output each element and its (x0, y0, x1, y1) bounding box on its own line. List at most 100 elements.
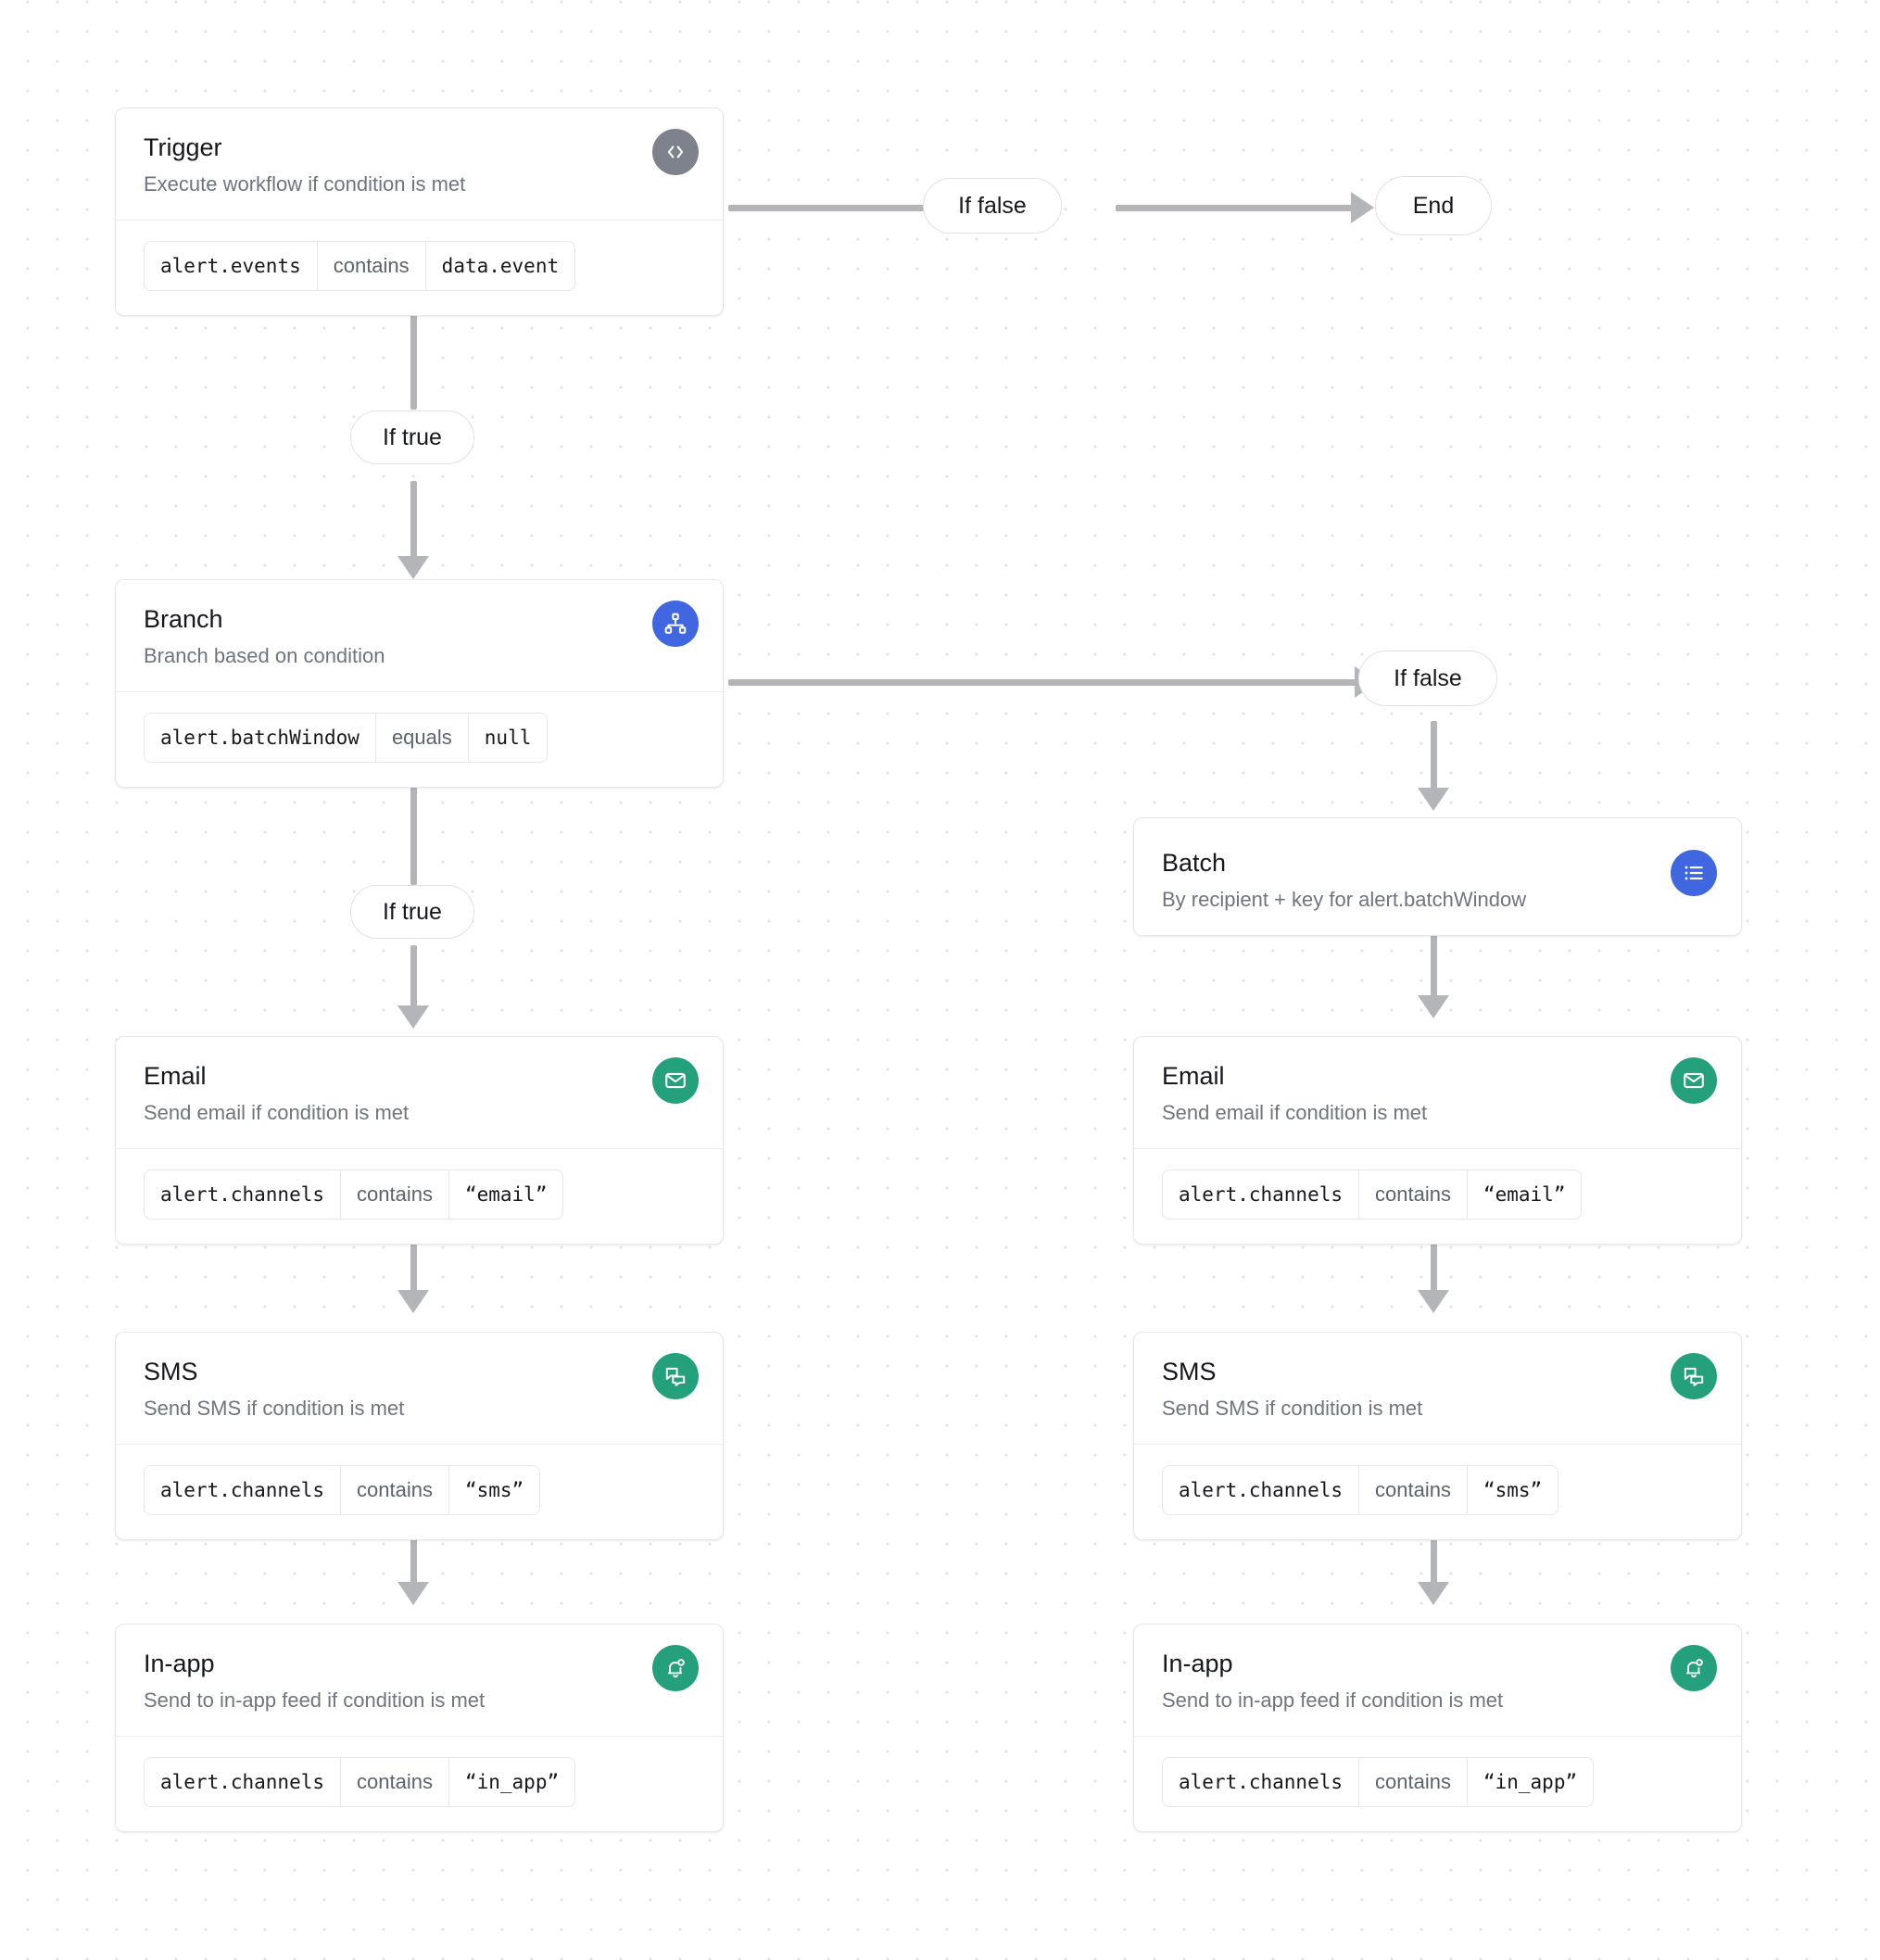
trigger-title: Trigger (144, 133, 222, 161)
edge-left-sms-inapp-line (410, 1534, 417, 1587)
sms-left-divider (116, 1443, 723, 1445)
sms-left-condition-chip[interactable]: alert.channels contains “sms” (144, 1464, 541, 1515)
envelope-icon (652, 1057, 699, 1104)
condition-field: alert.events (145, 241, 318, 290)
condition-field: alert.channels (145, 1757, 342, 1806)
email-right-condition-chip[interactable]: alert.channels contains “email” (1162, 1169, 1583, 1220)
edge-left-sms-inapp-arrowhead (397, 1582, 429, 1605)
edge-batch-entry-line (1431, 721, 1437, 793)
sms-right-card-header: SMS Send SMS if condition is met (1134, 1333, 1741, 1444)
inapp-right-card-header: In-app Send to in-app feed if condition … (1134, 1625, 1741, 1736)
branch-card-header: Branch Branch based on condition (116, 580, 723, 691)
end-node[interactable]: End (1375, 176, 1492, 235)
node-card-sms-left[interactable]: SMS Send SMS if condition is met alert.c… (115, 1332, 724, 1540)
sms-left-subtitle: Send SMS if condition is met (144, 1397, 405, 1421)
chat-bubbles-icon (652, 1353, 699, 1399)
edge-right-email-sms-line (1431, 1242, 1437, 1296)
sms-left-card-body: alert.channels contains “sms” (116, 1445, 723, 1539)
node-card-trigger[interactable]: Trigger Execute workflow if condition is… (115, 107, 724, 316)
condition-operator: contains (1359, 1465, 1468, 1514)
trigger-divider (116, 219, 723, 221)
sms-right-condition-chip[interactable]: alert.channels contains “sms” (1162, 1464, 1559, 1515)
edge-trigger-true-segment-1 (410, 311, 417, 410)
email-left-title: Email (144, 1062, 207, 1090)
edge-label-text: If false (1394, 664, 1462, 691)
email-right-card-body: alert.channels contains “email” (1134, 1149, 1741, 1244)
condition-value: data.event (441, 254, 560, 277)
email-left-condition-chip[interactable]: alert.channels contains “email” (144, 1169, 564, 1220)
edge-branch-false-line (728, 679, 1360, 686)
email-left-divider (116, 1147, 723, 1149)
edge-label-branch-false[interactable]: If false (1358, 651, 1497, 706)
branch-title: Branch (144, 605, 223, 633)
condition-field: alert.channels (1163, 1170, 1360, 1219)
edge-label-text: If true (383, 424, 442, 450)
node-card-inapp-right[interactable]: In-app Send to in-app feed if condition … (1133, 1624, 1742, 1832)
trigger-card-body: alert.events contains data.event (116, 221, 723, 315)
edge-right-sms-inapp-arrowhead (1418, 1582, 1449, 1605)
condition-value: “in_app” (1483, 1770, 1578, 1793)
branch-card-body: alert.batchWindow equals null (116, 692, 723, 787)
list-icon (1671, 850, 1717, 896)
edge-right-batch-email-line (1431, 931, 1437, 1001)
inapp-right-condition-chip[interactable]: alert.channels contains “in_app” (1162, 1756, 1595, 1807)
node-card-sms-right[interactable]: SMS Send SMS if condition is met alert.c… (1133, 1332, 1742, 1540)
inapp-right-subtitle: Send to in-app feed if condition is met (1162, 1688, 1504, 1713)
condition-operator: contains (341, 1170, 449, 1219)
condition-operator: contains (341, 1465, 449, 1514)
branch-condition-chip[interactable]: alert.batchWindow equals null (144, 712, 549, 763)
condition-operator: equals (376, 713, 469, 762)
envelope-icon (1671, 1057, 1717, 1104)
bell-dot-icon (1671, 1645, 1717, 1691)
sitemap-icon (652, 601, 699, 647)
batch-title: Batch (1162, 849, 1227, 877)
batch-subtitle: By recipient + key for alert.batchWindow (1162, 888, 1527, 912)
condition-value: “email” (464, 1182, 548, 1206)
edge-right-email-sms-arrowhead (1418, 1290, 1449, 1313)
edge-batch-entry-arrowhead (1418, 788, 1449, 811)
edge-branch-true-arrowhead (397, 1005, 429, 1029)
trigger-condition-chip[interactable]: alert.events contains data.event (144, 240, 576, 291)
inapp-right-title: In-app (1162, 1650, 1233, 1677)
node-card-email-right[interactable]: Email Send email if condition is met ale… (1133, 1036, 1742, 1245)
node-card-branch[interactable]: Branch Branch based on condition alert.b… (115, 579, 724, 788)
inapp-left-title: In-app (144, 1650, 215, 1677)
edge-label-trigger-true[interactable]: If true (350, 411, 474, 464)
edge-trigger-false-segment-1 (728, 205, 925, 211)
edge-trigger-true-arrowhead (397, 556, 429, 579)
sms-right-card-body: alert.channels contains “sms” (1134, 1445, 1741, 1539)
edge-label-text: If true (383, 898, 442, 925)
email-right-subtitle: Send email if condition is met (1162, 1101, 1428, 1125)
batch-card-header: Batch By recipient + key for alert.batch… (1134, 818, 1741, 935)
inapp-left-divider (116, 1735, 723, 1737)
condition-value: “sms” (464, 1478, 524, 1501)
node-card-email-left[interactable]: Email Send email if condition is met ale… (115, 1036, 724, 1245)
edge-label-trigger-false[interactable]: If false (923, 178, 1062, 234)
condition-operator: contains (341, 1757, 449, 1806)
inapp-left-card-body: alert.channels contains “in_app” (116, 1737, 723, 1831)
edge-right-batch-email-arrowhead (1418, 995, 1449, 1018)
condition-field: alert.channels (145, 1465, 342, 1514)
inapp-right-card-body: alert.channels contains “in_app” (1134, 1737, 1741, 1831)
sms-left-title: SMS (144, 1358, 198, 1385)
inapp-left-subtitle: Send to in-app feed if condition is met (144, 1688, 486, 1713)
edge-left-email-sms-arrowhead (397, 1290, 429, 1313)
condition-field: alert.channels (1163, 1757, 1360, 1806)
email-left-card-body: alert.channels contains “email” (116, 1149, 723, 1244)
node-card-batch[interactable]: Batch By recipient + key for alert.batch… (1133, 817, 1742, 936)
condition-field: alert.channels (145, 1170, 342, 1219)
condition-value: “in_app” (464, 1770, 560, 1793)
trigger-subtitle: Execute workflow if condition is met (144, 172, 466, 196)
edge-trigger-false-arrowhead (1351, 192, 1374, 223)
inapp-right-divider (1134, 1735, 1741, 1737)
branch-divider (116, 690, 723, 692)
condition-value: “email” (1483, 1182, 1566, 1206)
email-right-card-header: Email Send email if condition is met (1134, 1037, 1741, 1148)
node-card-inapp-left[interactable]: In-app Send to in-app feed if condition … (115, 1624, 724, 1832)
condition-operator: contains (1359, 1757, 1468, 1806)
edge-label-branch-true[interactable]: If true (350, 885, 474, 939)
inapp-left-condition-chip[interactable]: alert.channels contains “in_app” (144, 1756, 576, 1807)
condition-value: “sms” (1483, 1478, 1543, 1501)
edge-branch-true-segment-1 (410, 783, 417, 885)
